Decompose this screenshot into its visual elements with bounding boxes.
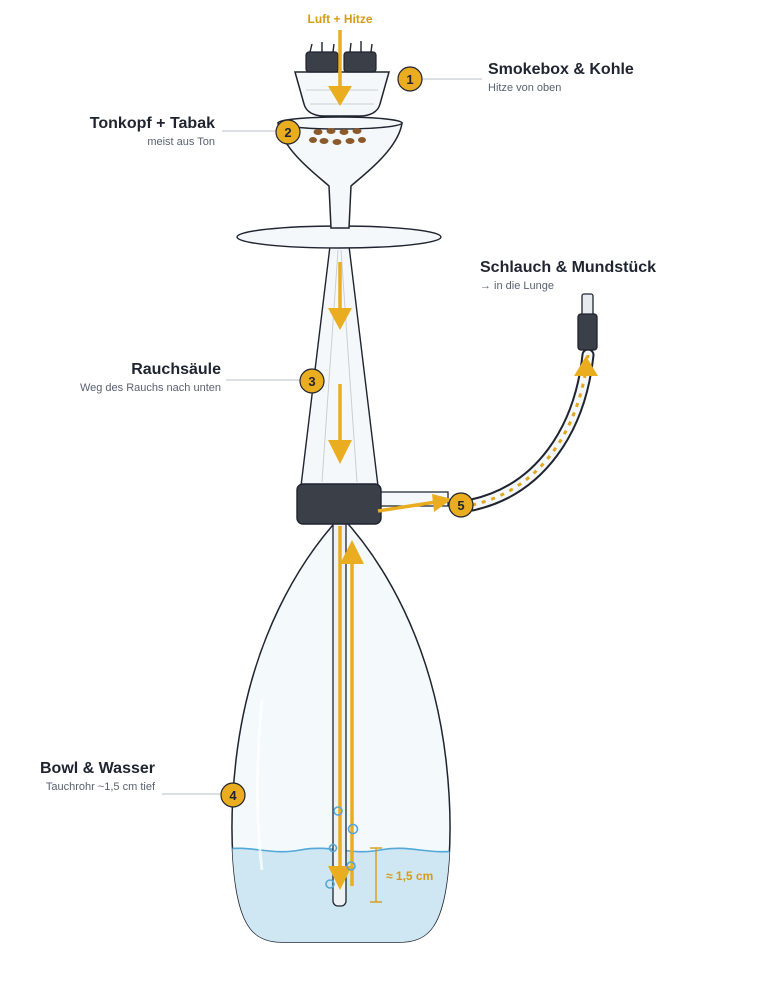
leader-lines	[162, 78, 482, 795]
callout-1-subtitle: Hitze von oben	[488, 82, 561, 94]
marker-4: 4	[220, 782, 246, 808]
callout-5-subtitle: → in die Lunge	[480, 280, 554, 292]
ash-tray	[236, 225, 442, 249]
svg-text:2: 2	[284, 125, 291, 140]
callout-2-title: Tonkopf + Tabak	[90, 115, 215, 132]
callout-5-title: Schlauch & Mundstück	[480, 259, 656, 276]
callout-2-subtitle: meist aus Ton	[147, 136, 215, 148]
marker-1: 1	[397, 66, 423, 92]
bubbles	[325, 806, 359, 889]
callout-3-title: Rauchsäule	[131, 361, 221, 378]
stem-connector	[296, 483, 382, 525]
marker-3: 3	[299, 368, 325, 394]
flow-arrows	[328, 30, 598, 890]
tobacco	[309, 128, 366, 145]
coal-left	[305, 51, 339, 73]
callout-3-subtitle: Weg des Rauchs nach unten	[80, 382, 221, 394]
depth-indicator	[370, 847, 382, 903]
coal-right	[343, 51, 377, 73]
callout-4-subtitle: Tauchrohr ~1,5 cm tief	[46, 781, 156, 793]
svg-text:5: 5	[457, 498, 464, 513]
svg-text:1: 1	[406, 72, 413, 87]
svg-text:4: 4	[229, 788, 237, 803]
marker-5: 5	[448, 492, 474, 518]
marker-2: 2	[275, 119, 301, 145]
callout-4-title: Bowl & Wasser	[40, 760, 155, 777]
svg-text:3: 3	[308, 374, 315, 389]
clay-head	[277, 122, 403, 229]
mouthpiece	[577, 313, 598, 351]
callout-1-title: Smokebox & Kohle	[488, 61, 634, 78]
water-depth-label: ≈ 1,5 cm	[386, 869, 433, 883]
air-heat-label: Luft + Hitze	[308, 12, 373, 26]
